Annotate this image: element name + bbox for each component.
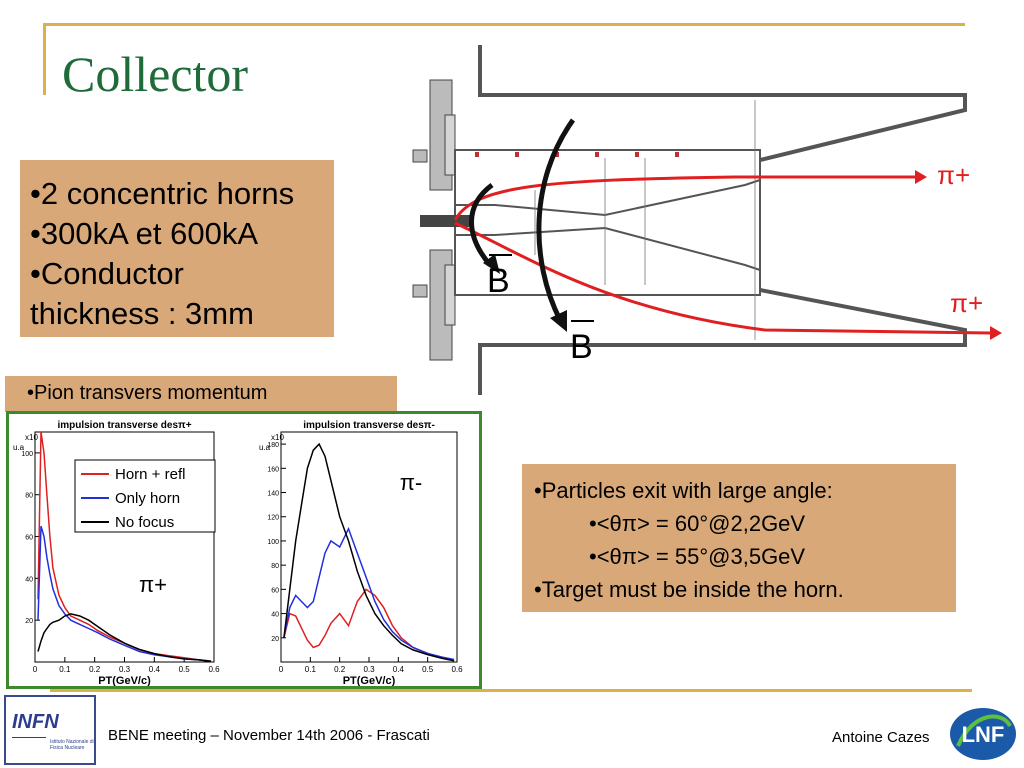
exit-angle-line: •<θπ> = 55°@3,5GeV (589, 544, 806, 569)
y-exponent-label: x10 (271, 433, 284, 442)
field-arrowheads (483, 254, 567, 332)
y-tick-label: 120 (267, 515, 279, 522)
horn-specs-line: •300kA et 600kA (30, 216, 259, 251)
y-tick-label: 60 (271, 587, 279, 594)
x-tick-label: 0.1 (305, 665, 317, 674)
y-tick-label: 40 (271, 612, 279, 619)
left-rule (43, 23, 46, 95)
particle-annotation: π- (400, 470, 423, 495)
exit-angle-box: •Particles exit with large angle: •<θπ> … (522, 464, 956, 612)
y-tick-label: 100 (267, 539, 279, 546)
x-tick-label: 0 (33, 665, 38, 674)
plot-area (280, 431, 458, 663)
y-tick-label: 160 (267, 466, 279, 473)
y-tick-label: 140 (267, 491, 279, 498)
legend-entry: Only horn (115, 490, 180, 507)
lnf-logo-text: LNF (962, 722, 1005, 747)
b-field-outer-label: B (570, 328, 593, 366)
x-axis-label: PT(GeV/c) (343, 675, 396, 686)
series-line-only-horn (283, 526, 455, 661)
series-line-no-focus (283, 442, 455, 662)
b-field-inner-label: B (487, 262, 510, 300)
y-tick-label: 20 (271, 636, 279, 643)
footer-author: Antoine Cazes (832, 729, 930, 746)
lnf-logo: LNF (950, 708, 1016, 760)
y-tick-label: 60 (25, 535, 33, 542)
horn-specs-line: •Conductor (30, 256, 184, 291)
horn-specs-line: thickness : 3mm (30, 296, 254, 331)
x-tick-label: 0.4 (149, 665, 161, 674)
plot-title: impulsion transverse desπ+ (57, 420, 191, 431)
series-line-no-focus (37, 613, 212, 663)
pion-momentum-label: •Pion transvers momentum (5, 376, 397, 412)
x-tick-label: 0.6 (451, 665, 463, 674)
series-line-horn-refl (37, 431, 212, 662)
particle-annotation: π+ (139, 572, 167, 597)
x-tick-label: 0.6 (208, 665, 220, 674)
infn-logo-subtext: Istituto Nazionale di Fisica Nucleare (50, 739, 94, 751)
x-tick-label: 0.2 (89, 665, 101, 674)
magnetic-field-lines (469, 118, 576, 322)
x-tick-label: 0.5 (179, 665, 191, 674)
y-axis-label: u.a (259, 443, 271, 452)
footer-meeting: BENE meeting – November 14th 2006 - Fras… (108, 727, 430, 744)
x-axis-label: PT(GeV/c) (98, 675, 151, 686)
y-tick-label: 20 (25, 618, 33, 625)
x-tick-label: 0.4 (393, 665, 405, 674)
legend-entry: Horn + refl (115, 466, 185, 483)
x-tick-label: 0.3 (119, 665, 131, 674)
horn-specs-line: •2 concentric horns (30, 176, 295, 211)
pi-plus-bottom-label: π+ (950, 288, 983, 318)
y-tick-label: 80 (271, 563, 279, 570)
infn-logo-text: INFN (12, 711, 59, 733)
slide-title: Collector (62, 46, 249, 102)
pion-tracks (453, 175, 991, 335)
legend-box (74, 459, 216, 533)
horn-specs-box: •2 concentric horns •300kA et 600kA •Con… (20, 160, 334, 337)
exit-angle-line: •Particles exit with large angle: (534, 478, 833, 503)
legend-entry: No focus (115, 514, 174, 531)
pi-plus-top-label: π+ (937, 160, 970, 190)
x-tick-label: 0 (279, 665, 284, 674)
y-tick-label: 80 (25, 493, 33, 500)
outer-horn (478, 45, 967, 395)
x-tick-label: 0.3 (363, 665, 375, 674)
x-tick-label: 0.2 (334, 665, 346, 674)
horn-diagram: π+ π+ B B (412, 45, 1002, 395)
y-exponent-label: x10 (25, 433, 38, 442)
infn-logo: INFN Istituto Nazionale di Fisica Nuclea… (4, 695, 96, 765)
pion-track-arrows (915, 170, 1002, 340)
inner-conductor-markers (475, 152, 679, 157)
y-tick-label: 180 (267, 442, 279, 449)
exit-angle-line: •Target must be inside the horn. (534, 577, 844, 602)
plot-title: impulsion transverse desπ- (303, 420, 435, 431)
top-rule (45, 23, 965, 26)
horn-flange (412, 79, 456, 361)
x-tick-label: 0.5 (422, 665, 434, 674)
y-tick-label: 100 (21, 451, 33, 458)
bottom-rule (50, 689, 972, 692)
y-tick-label: 40 (25, 576, 33, 583)
x-tick-label: 0.1 (59, 665, 71, 674)
y-axis-label: u.a (13, 443, 25, 452)
exit-angle-line: •<θπ> = 60°@2,2GeV (589, 511, 806, 536)
